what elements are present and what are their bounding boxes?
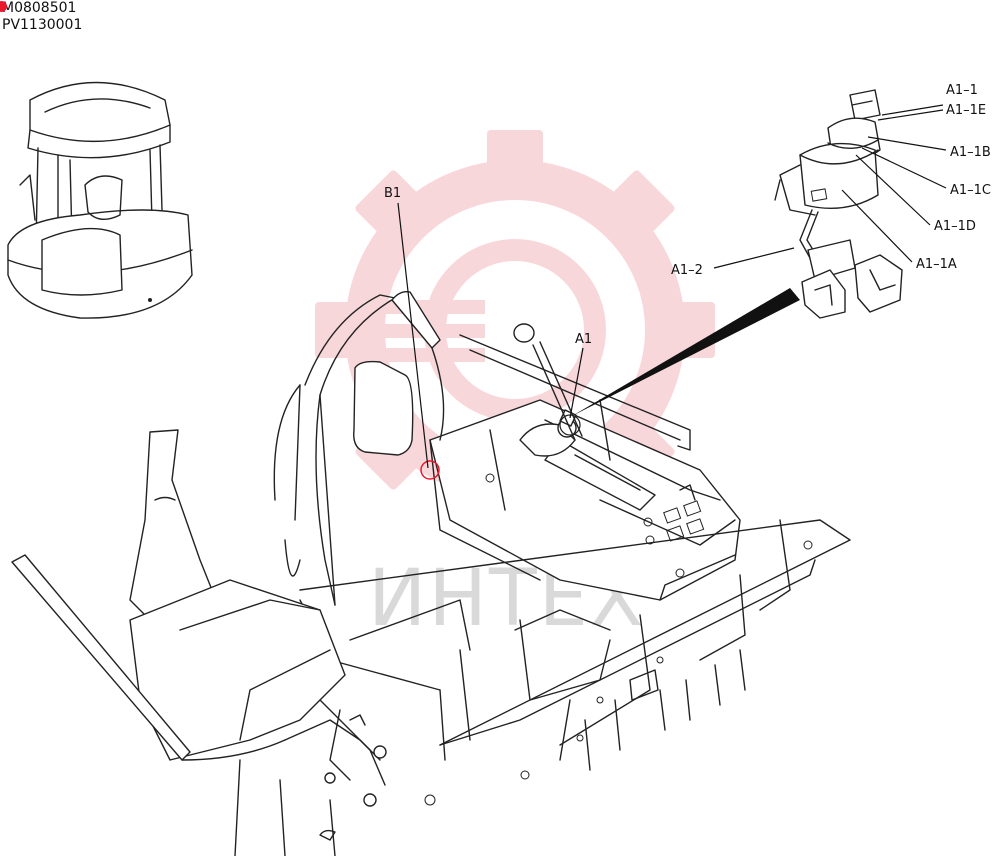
detail-projection: [572, 288, 800, 416]
callout-a1-1b: A1–1B: [950, 145, 991, 160]
callout-b1: B1: [384, 186, 401, 201]
marker-dot: [0, 1, 7, 12]
callout-a1-1d: A1–1D: [934, 219, 976, 234]
callout-a1-1e: A1–1E: [946, 103, 986, 118]
watermark-gear-icon: [315, 130, 715, 530]
leader-lines: [397, 104, 947, 469]
part-code-secondary: PV1130001: [2, 17, 82, 33]
callout-a1-1a: A1–1A: [916, 257, 957, 272]
machine-frame: [273, 290, 851, 806]
part-code-primary: M0808501: [0, 0, 77, 16]
callout-a1-1c: A1–1C: [950, 183, 991, 198]
cab-overview-inset: [7, 81, 193, 319]
callout-a1-2: A1–2: [671, 263, 703, 278]
callout-a1-1: A1–1: [946, 83, 978, 98]
part-code-1: M0808501: [2, 0, 77, 16]
operator-seat: [11, 429, 387, 856]
b1-marker: [420, 460, 440, 480]
callout-a1: A1: [575, 332, 592, 347]
part-code-2: PV1130001: [2, 17, 83, 33]
key-switch-detail: [774, 89, 903, 319]
